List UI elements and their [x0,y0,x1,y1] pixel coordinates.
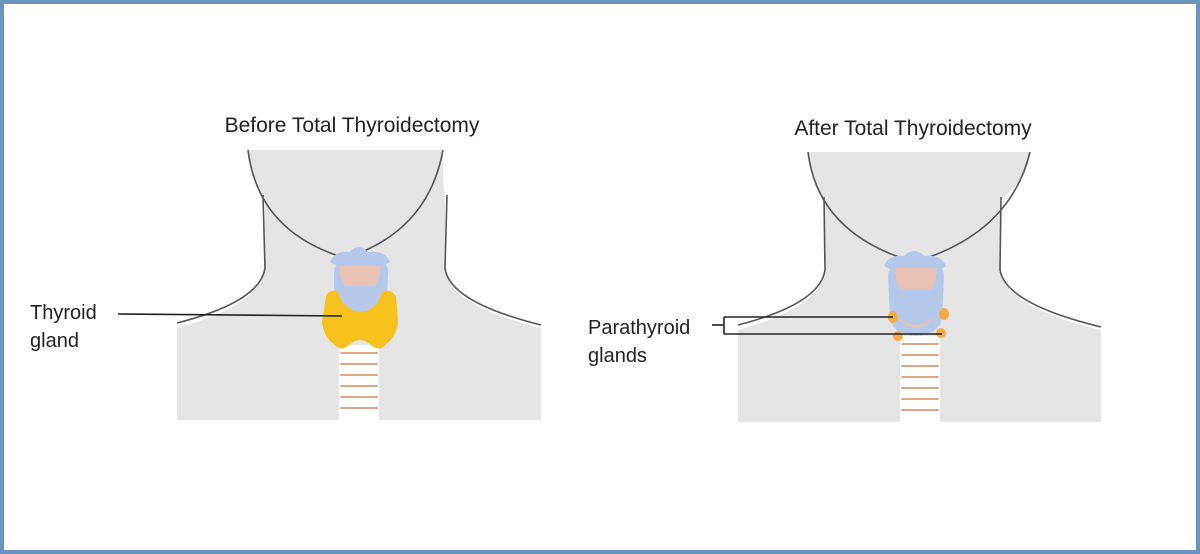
before-title: Before Total Thyroidectomy [225,114,480,137]
before-neck-left-outline [176,194,266,324]
thyroid-label-line2: gland [30,330,79,352]
thyroid-gland [322,290,398,349]
thyroid-label-line1: Thyroid [30,302,97,324]
parathyroid-label-line1: Parathyroid [588,317,690,339]
parathyroid-lower-right [936,328,946,338]
before-trachea [339,345,379,421]
after-neck-right-outline [999,196,1102,328]
before-panel: Before Total Thyroidectomy Thyroid gl [30,114,542,421]
after-panel: After Total Thyroidectomy [588,117,1102,422]
parathyroid-lower-left [893,331,903,341]
after-trachea [900,336,940,422]
parathyroid-upper-right [939,308,949,320]
after-title: After Total Thyroidectomy [794,117,1032,140]
after-larynx [884,251,946,336]
parathyroid-leader-lines [712,316,942,335]
parathyroid-label-line2: glands [588,345,647,367]
after-neck-left-outline [737,196,826,326]
thyroid-leader-line [117,313,343,317]
before-neck-right-outline [444,194,542,326]
